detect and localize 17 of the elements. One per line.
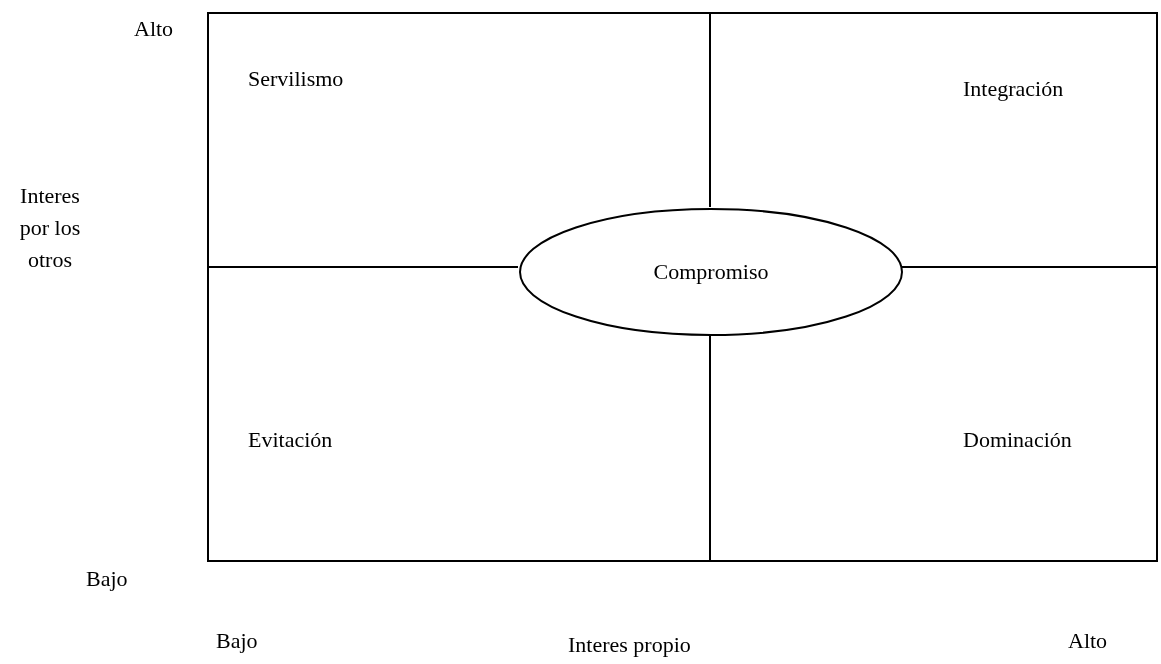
axis-title: Interes por los otros [18, 182, 82, 274]
quadrant-label: Integración [963, 76, 1064, 103]
quadrant-frame [207, 12, 1158, 562]
axis-title: Interes propio [568, 632, 691, 659]
divider-line [901, 266, 1159, 268]
quadrant-label: Servilismo [248, 66, 344, 93]
axis-level: Alto [1068, 628, 1108, 655]
divider-line [206, 266, 519, 268]
node-text: Compromiso [653, 259, 769, 284]
quadrant-label: Dominación [963, 427, 1072, 454]
quadrant-label: Evitación [248, 427, 333, 454]
axis-level: Alto [134, 16, 174, 43]
divider-line [709, 11, 711, 208]
axis-level: Bajo [216, 628, 258, 655]
divider-line [709, 334, 711, 563]
ellipse-node [519, 208, 903, 336]
axis-level: Bajo [86, 566, 128, 593]
